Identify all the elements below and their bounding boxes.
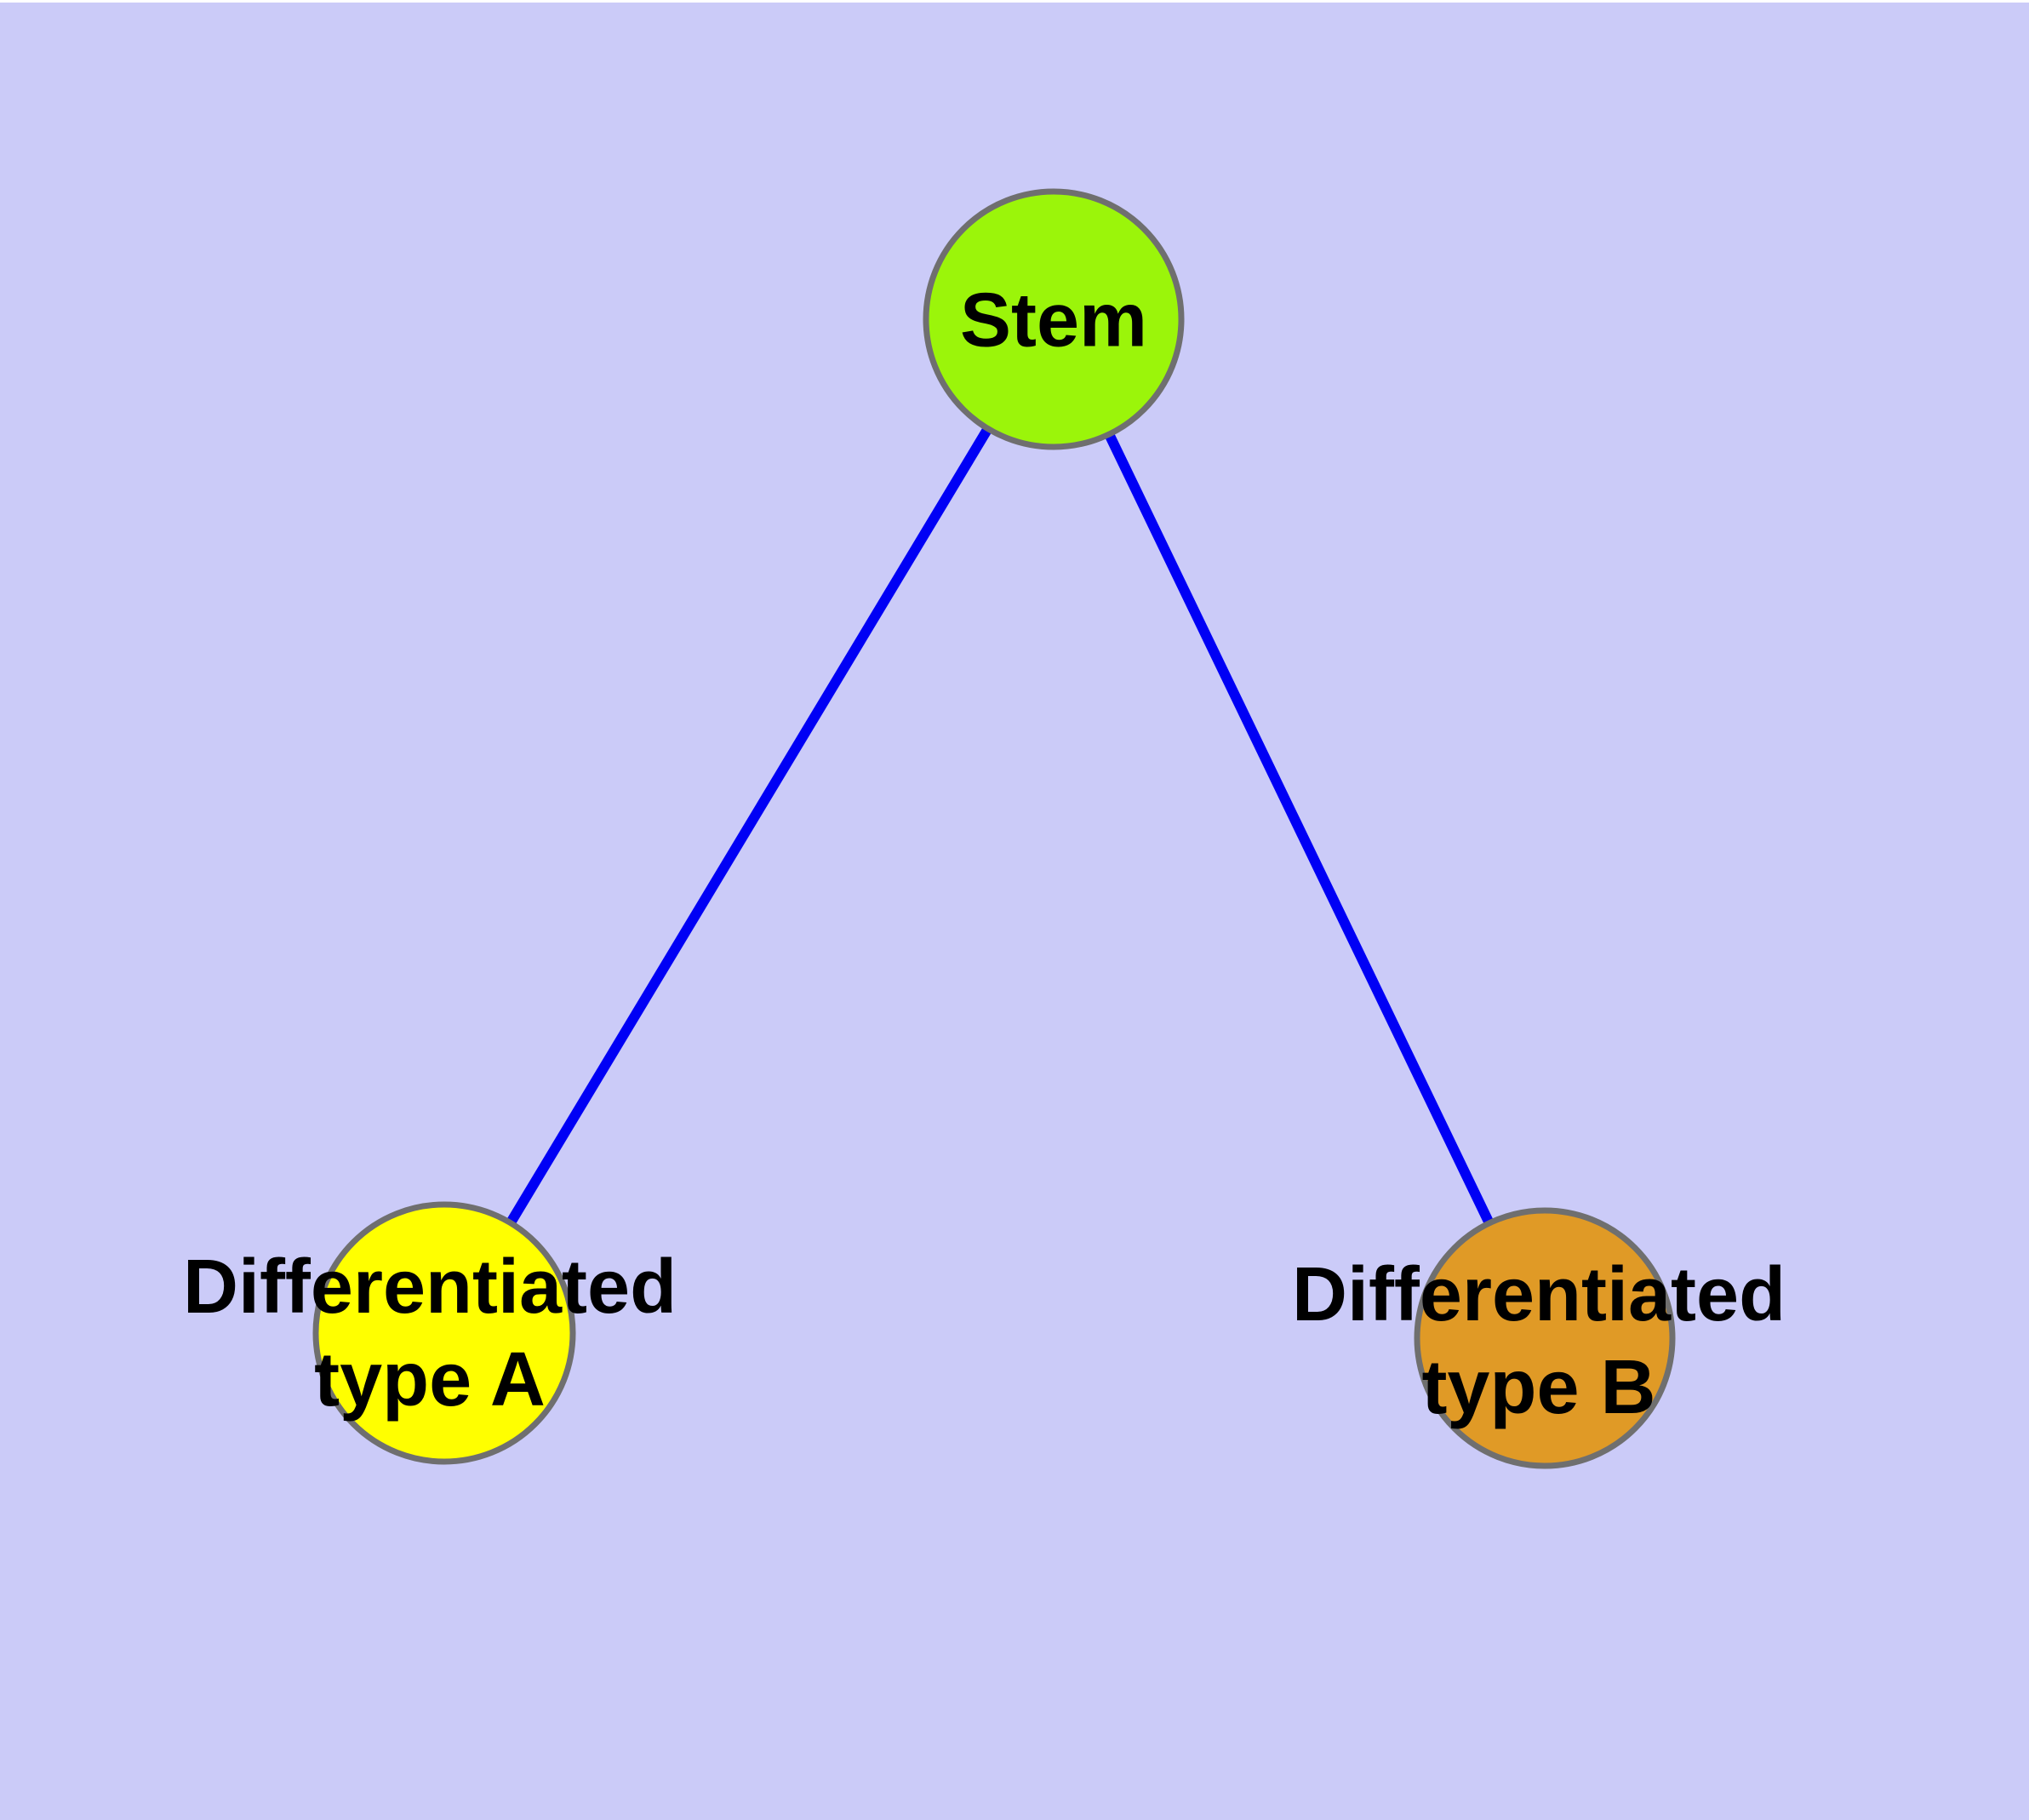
node-type-a-label-line2: type A bbox=[314, 1337, 546, 1422]
node-stem-circle bbox=[923, 188, 1185, 450]
edge-stem-to-type-a bbox=[439, 316, 1059, 1336]
node-type-b-label: Differentiated type B bbox=[1292, 1249, 1786, 1434]
node-type-b-circle bbox=[1414, 1207, 1676, 1469]
node-stem-label-text: Stem bbox=[959, 278, 1148, 363]
node-type-a-label: Differentiated type A bbox=[183, 1241, 677, 1427]
node-type-a-label-line1: Differentiated bbox=[182, 1245, 677, 1330]
node-type-a-circle bbox=[312, 1201, 576, 1465]
edge-stem-to-type-b bbox=[1049, 317, 1550, 1341]
node-type-b-label-line2: type B bbox=[1421, 1345, 1656, 1430]
top-margin-strip bbox=[0, 0, 2029, 3]
node-stem-label: Stem bbox=[960, 275, 1147, 368]
node-type-b-label-line1: Differentiated bbox=[1291, 1252, 1786, 1337]
